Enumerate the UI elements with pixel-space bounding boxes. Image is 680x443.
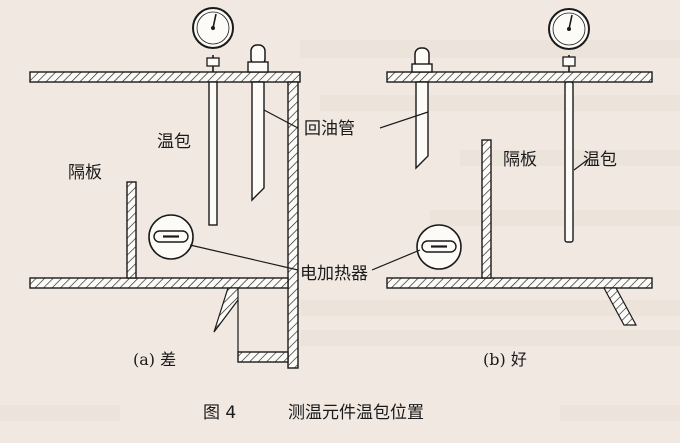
panel-b-top-wall: [386, 71, 653, 83]
panel-b-outlet-wedge: [602, 287, 638, 326]
panel-a-baffle: [126, 181, 137, 279]
panel-b: 隔板 温包 (b) 好: [386, 8, 653, 369]
panel-b-baffle: [481, 139, 492, 279]
label-return-pipe: 回油管: [304, 119, 355, 139]
panel-a-bottom-wall: [29, 277, 289, 289]
panel-b-label-temp-bulb: 温包: [583, 150, 617, 170]
panel-b-gauge-needle: [568, 14, 573, 30]
return-pipe-leader-b: [379, 111, 429, 129]
panel-b-caption: (b) 好: [483, 350, 527, 369]
panel-a-gauge-needle: [212, 13, 217, 29]
panel-a: 温包 隔板 (a) 差: [29, 7, 301, 369]
panel-a-label-temp-bulb: 温包: [157, 132, 191, 152]
panel-a-right-wall: [287, 81, 299, 369]
panel-a-caption: (a) 差: [133, 350, 176, 369]
panel-a-outlet-wedge: [213, 287, 239, 333]
return-pipe-leader-a: [263, 109, 299, 129]
background-bleed-text: [0, 40, 680, 421]
panel-a-outlet-foot: [237, 351, 289, 363]
panel-a-temp-bulb: [208, 81, 218, 226]
heater-leader-b: [371, 249, 421, 271]
figure-title: 测温元件温包位置: [288, 403, 424, 423]
panel-a-heater: [148, 214, 194, 260]
heater-callout: 电加热器: [189, 244, 421, 284]
heater-leader-a: [189, 244, 299, 271]
panel-a-return-pipe: [251, 81, 265, 202]
panel-a-top-wall: [29, 71, 301, 83]
label-heater: 电加热器: [300, 264, 368, 284]
panel-b-temp-bulb-leader: [573, 157, 591, 171]
panel-a-label-baffle: 隔板: [68, 163, 102, 183]
panel-b-heater: [416, 224, 462, 270]
panel-b-label-baffle: 隔板: [503, 150, 537, 170]
figure-number: 图 4: [203, 403, 236, 423]
panel-b-return-pipe: [415, 81, 429, 170]
panel-b-temp-bulb: [564, 81, 574, 243]
panel-b-bottom-wall: [386, 277, 653, 289]
return-pipe-callout: 回油管: [263, 109, 429, 139]
